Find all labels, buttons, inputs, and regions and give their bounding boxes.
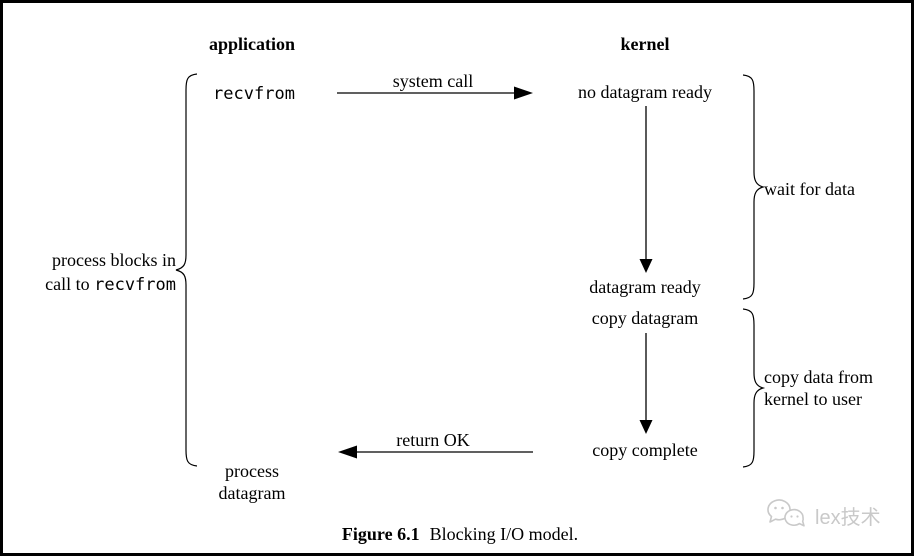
figure-caption-number: Figure 6.1 — [341, 524, 420, 544]
system-call-label: system call — [392, 71, 474, 91]
process-datagram-line2: datagram — [218, 483, 286, 503]
copy-brace — [742, 308, 766, 468]
no-datagram-ready-label: no datagram ready — [578, 82, 712, 102]
kernel-column-header: kernel — [620, 34, 670, 54]
copy-arrow — [639, 333, 653, 434]
recvfrom-call-label: recvfrom — [213, 84, 295, 104]
return-ok-label: return OK — [396, 430, 470, 450]
wait-for-data-label: wait for data — [764, 179, 855, 199]
wait-brace — [742, 74, 766, 300]
process-datagram-line1: process — [225, 461, 279, 481]
application-column-header: application — [208, 34, 296, 54]
copy-data-line1: copy data from — [764, 367, 873, 387]
process-blocks-note: process blocks in call to recvfrom — [28, 248, 176, 297]
wait-arrow — [639, 106, 653, 273]
left-brace — [175, 73, 198, 467]
copy-datagram-label: copy datagram — [591, 308, 699, 328]
figure-caption: Figure 6.1 Blocking I/O model. — [342, 524, 578, 545]
watermark-text: lex技术 — [815, 506, 881, 529]
watermark: lex技术 — [766, 498, 881, 532]
process-blocks-line2-code: recvfrom — [94, 275, 176, 295]
copy-data-note: copy data from kernel to user — [764, 366, 873, 410]
process-blocks-line2-text: call to — [45, 274, 95, 294]
copy-complete-label: copy complete — [592, 440, 698, 460]
figure-caption-text: Blocking I/O model. — [429, 524, 579, 544]
process-blocks-line1: process blocks in — [52, 250, 176, 270]
datagram-ready-label: datagram ready — [589, 277, 701, 297]
copy-data-line2: kernel to user — [764, 389, 862, 409]
process-datagram-label: process datagram — [219, 460, 286, 504]
wechat-logo-icon — [767, 499, 805, 527]
